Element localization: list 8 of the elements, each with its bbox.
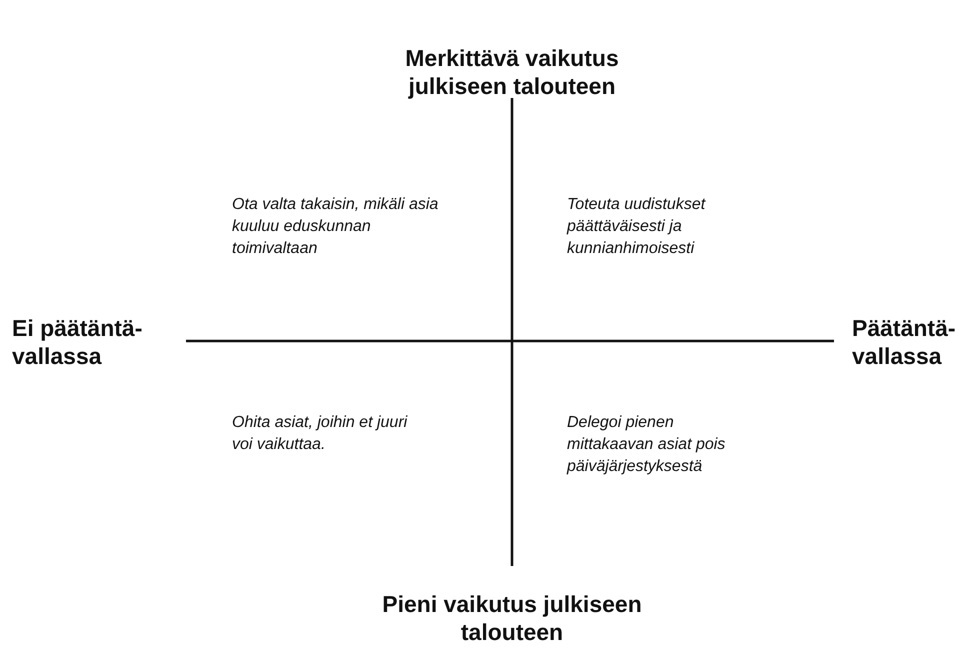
axis-label: Pieni vaikutus julkiseen talouteen xyxy=(382,590,642,646)
axis-label: Päätäntä- vallassa xyxy=(852,314,957,370)
quadrant-text: Ota valta takaisin, mikäli asia kuuluu eduskunnan toimivaltaan xyxy=(232,195,440,259)
quadrant-text: Delegoi pienen mittakaavan asiat pois päiväjärjestyksestä xyxy=(567,413,726,477)
quadrant-text: Ohita asiat, joihin et juuri voi vaikuttaa. xyxy=(232,413,408,455)
axis-label: Merkittävä vaikutus julkiseen talouteen xyxy=(404,44,620,100)
axis-label: Ei päätäntä- vallassa xyxy=(12,314,144,370)
quadrant-text: Toteuta uudistukset päättäväisesti ja kunnianhimoisesti xyxy=(567,195,707,259)
